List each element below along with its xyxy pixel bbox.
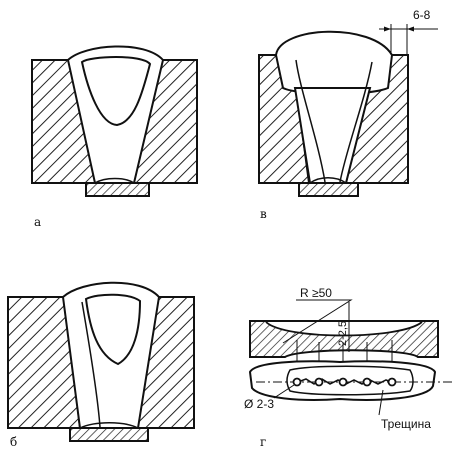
- weld-root-v: [309, 177, 347, 184]
- dim-radius-label: R ≥50: [300, 286, 332, 300]
- dim-arrow-right-v: [407, 26, 414, 32]
- weld-root-a: [94, 177, 135, 184]
- drill-hole-3: [338, 377, 348, 387]
- drill-hole-1: [292, 377, 302, 387]
- dim-arrow-left-v: [384, 26, 391, 32]
- dim-depth-label: 2-2,5: [337, 321, 349, 346]
- drill-hole-4: [362, 377, 372, 387]
- backing-strip-v: [298, 182, 359, 197]
- panel-g: R ≥50 2-2,5 Ø 2-3 Трещина г: [244, 286, 452, 449]
- crack-leader: [378, 389, 384, 416]
- label-a: а: [34, 215, 41, 229]
- backing-strip-a: [85, 182, 150, 197]
- dim-diameter-label: Ø 2-3: [244, 397, 274, 411]
- weld-cavity-b: [84, 293, 142, 366]
- panel-a: а: [31, 45, 198, 229]
- label-b: б: [10, 435, 17, 449]
- radius-leader: [282, 299, 353, 344]
- crack-label: Трещина: [381, 417, 431, 431]
- weld-root-b: [79, 422, 139, 429]
- groove-outline: [265, 321, 423, 337]
- label-g: г: [260, 435, 266, 449]
- weld-surface-v: [274, 30, 394, 95]
- diameter-leader: [273, 384, 295, 399]
- weld-inner-line-b: [81, 301, 101, 428]
- drill-hole-2: [314, 377, 324, 387]
- dim-gap-label: 6-8: [413, 8, 431, 22]
- panel-b: б: [7, 281, 195, 449]
- backing-strip-b: [69, 427, 149, 442]
- panel-v: 6-8 в: [258, 8, 438, 221]
- label-v: в: [260, 207, 267, 221]
- weld-inner-line-v: [295, 59, 373, 183]
- drill-hole-5: [387, 377, 397, 387]
- weld-cavity-a: [80, 56, 152, 127]
